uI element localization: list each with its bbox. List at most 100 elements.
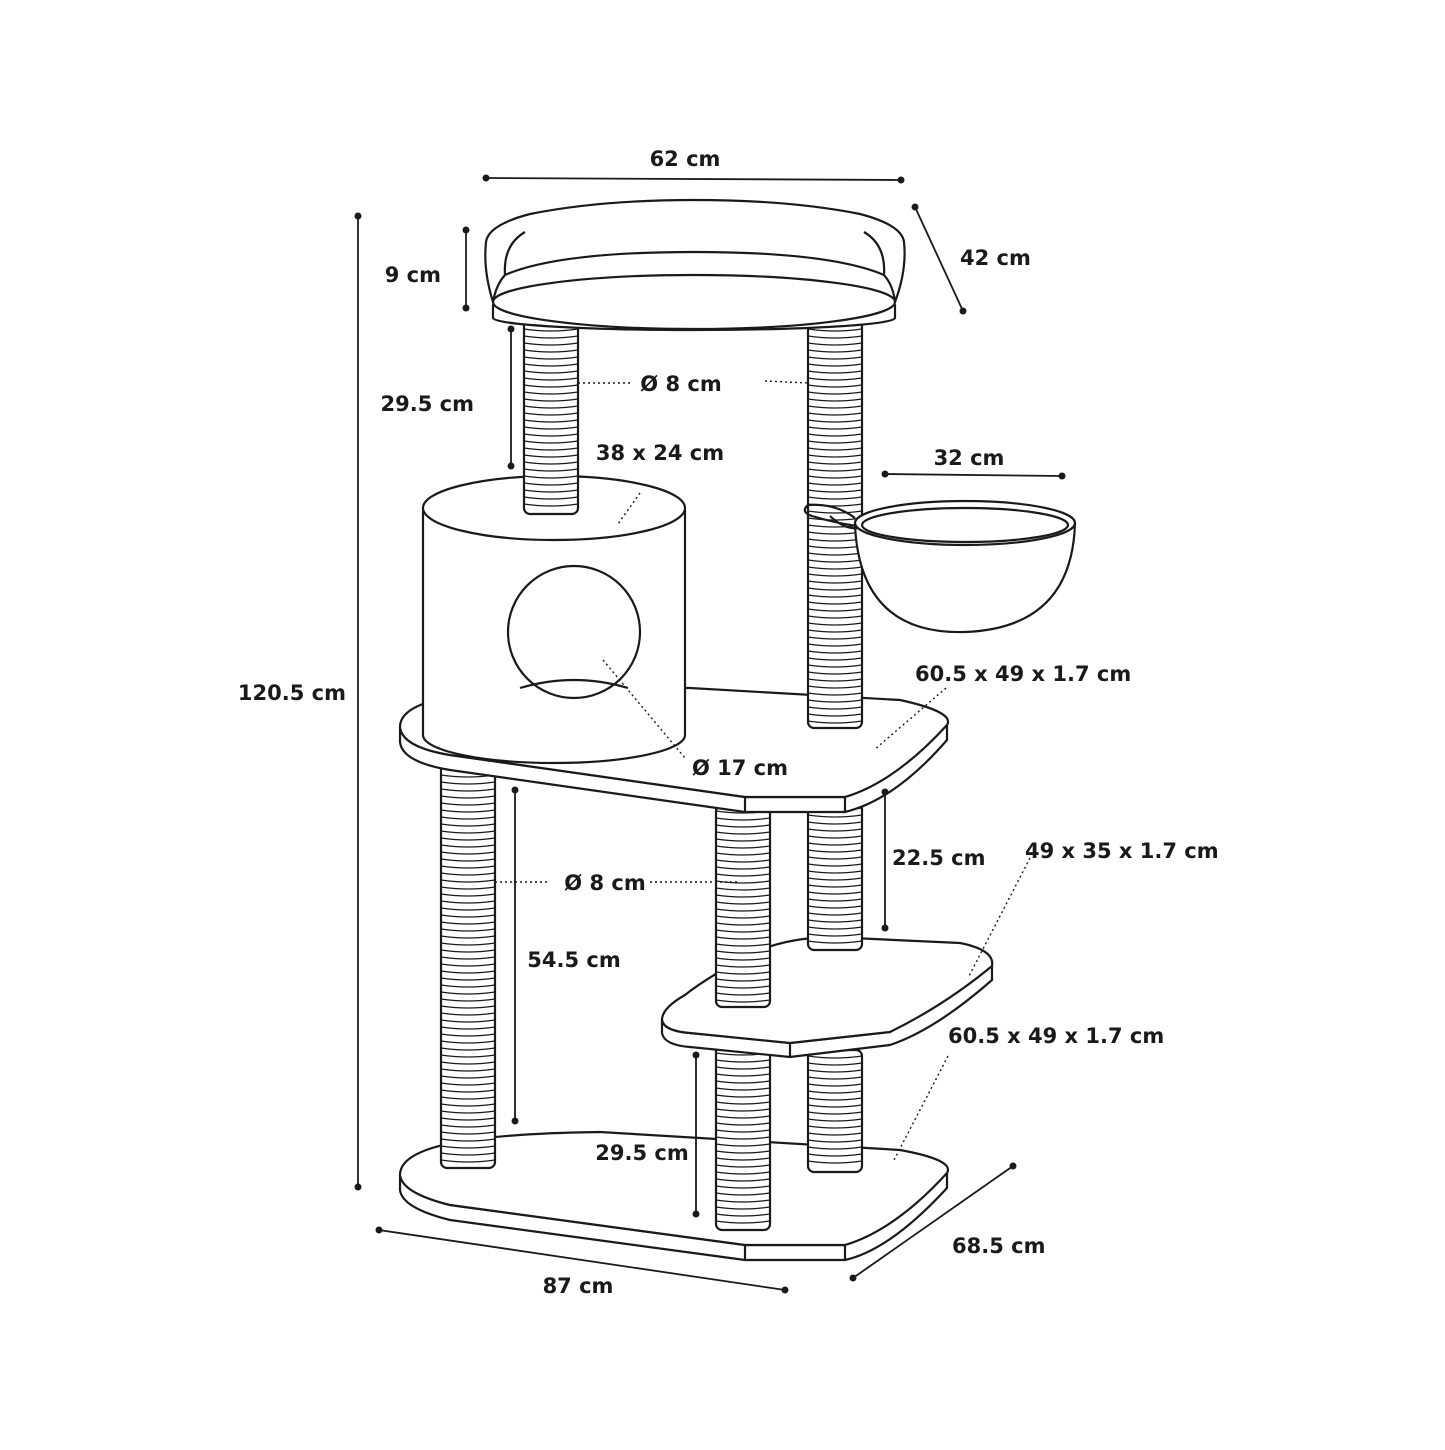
rope-wrap — [440, 928, 496, 932]
rope-wrap — [440, 977, 496, 981]
rope-wrap — [807, 664, 863, 668]
rope-wrap — [807, 1097, 863, 1101]
label-base-width: 87 cm — [543, 1274, 614, 1298]
rope-wrap — [440, 1005, 496, 1009]
rope-wrap — [440, 1103, 496, 1107]
rope-wrap — [807, 391, 863, 395]
rope-wrap — [807, 1090, 863, 1094]
rope-wrap — [523, 363, 579, 367]
rope-wrap — [715, 1164, 771, 1168]
rope-wrap — [440, 1138, 496, 1142]
rope-wrap — [440, 816, 496, 820]
rope-wrap — [440, 851, 496, 855]
rope-wrap — [715, 1101, 771, 1105]
rope-wrap — [440, 893, 496, 897]
post-step-right — [806, 1048, 864, 1174]
rope-wrap — [440, 1152, 496, 1156]
rope-wrap — [715, 1115, 771, 1119]
rope-wrap — [715, 1066, 771, 1070]
rope-wrap — [440, 1033, 496, 1037]
rope-wrap — [440, 1061, 496, 1065]
rope-wrap — [440, 1117, 496, 1121]
rope-wrap — [715, 922, 771, 926]
rope-wrap — [440, 865, 496, 869]
rope-wrap — [807, 587, 863, 591]
rope-wrap — [807, 835, 863, 839]
rope-wrap — [807, 342, 863, 346]
rope-wrap — [807, 1055, 863, 1059]
rope-wrap — [715, 1080, 771, 1084]
rope-wrap — [807, 636, 863, 640]
rope-wrap — [715, 1150, 771, 1154]
label-rim-height: 9 cm — [385, 263, 441, 287]
rope-wrap — [715, 908, 771, 912]
rope-wrap — [807, 559, 863, 563]
rope-wrap — [715, 1157, 771, 1161]
post-long-left — [439, 760, 497, 1170]
rope-wrap — [807, 1111, 863, 1115]
rope-wrap — [440, 830, 496, 834]
rope-wrap — [715, 873, 771, 877]
rope-wrap — [715, 957, 771, 961]
rope-wrap — [715, 1220, 771, 1224]
rope-wrap — [807, 1146, 863, 1150]
top-perch — [484, 198, 906, 332]
rope-wrap — [807, 1076, 863, 1080]
label-mid-gap-height: 22.5 cm — [892, 846, 985, 870]
rope-wrap — [523, 384, 579, 388]
rope-wrap — [523, 405, 579, 409]
rope-wrap — [523, 475, 579, 479]
rope-wrap — [715, 964, 771, 968]
rope-wrap — [523, 412, 579, 416]
rope-wrap — [807, 601, 863, 605]
rope-wrap — [807, 496, 863, 500]
label-long-post-height: 54.5 cm — [527, 948, 620, 972]
rope-wrap — [715, 866, 771, 870]
rope-wrap — [715, 1185, 771, 1189]
rope-wrap — [440, 823, 496, 827]
rope-wrap — [715, 1192, 771, 1196]
rope-wrap — [807, 461, 863, 465]
rope-wrap — [807, 433, 863, 437]
rope-wrap — [807, 608, 863, 612]
rope-wrap — [523, 454, 579, 458]
rope-wrap — [523, 328, 579, 332]
rope-wrap — [807, 828, 863, 832]
rope-wrap — [440, 1089, 496, 1093]
rope-wrap — [440, 1124, 496, 1128]
label-upper-post-height: 29.5 cm — [381, 392, 474, 416]
rope-wrap — [807, 615, 863, 619]
rope-wrap — [807, 657, 863, 661]
rope-wrap — [523, 342, 579, 346]
rope-wrap — [807, 891, 863, 895]
rope-wrap — [807, 412, 863, 416]
rope-wrap — [440, 809, 496, 813]
rope-wrap — [440, 1110, 496, 1114]
rope-wrap — [523, 461, 579, 465]
rope-wrap — [807, 814, 863, 818]
rope-wrap — [523, 370, 579, 374]
rope-wrap — [807, 856, 863, 860]
rope-wrap — [807, 650, 863, 654]
rope-wrap — [440, 1068, 496, 1072]
rope-wrap — [807, 447, 863, 451]
rope-wrap — [523, 391, 579, 395]
rope-wrap — [440, 1082, 496, 1086]
rope-wrap — [440, 1145, 496, 1149]
rope-wrap — [807, 940, 863, 944]
label-middle-platform: 60.5 x 49 x 1.7 cm — [915, 662, 1131, 686]
rope-wrap — [440, 1131, 496, 1135]
rope-wrap — [807, 335, 863, 339]
rope-wrap — [807, 898, 863, 902]
post-mid-right — [806, 793, 864, 952]
rope-wrap — [440, 949, 496, 953]
rope-wrap — [807, 384, 863, 388]
rope-wrap — [715, 852, 771, 856]
rope-wrap — [440, 970, 496, 974]
rope-wrap — [807, 566, 863, 570]
rope-wrap — [523, 482, 579, 486]
dimension-lines — [354, 174, 1066, 1294]
rope-wrap — [715, 817, 771, 821]
rope-wrap — [440, 858, 496, 862]
